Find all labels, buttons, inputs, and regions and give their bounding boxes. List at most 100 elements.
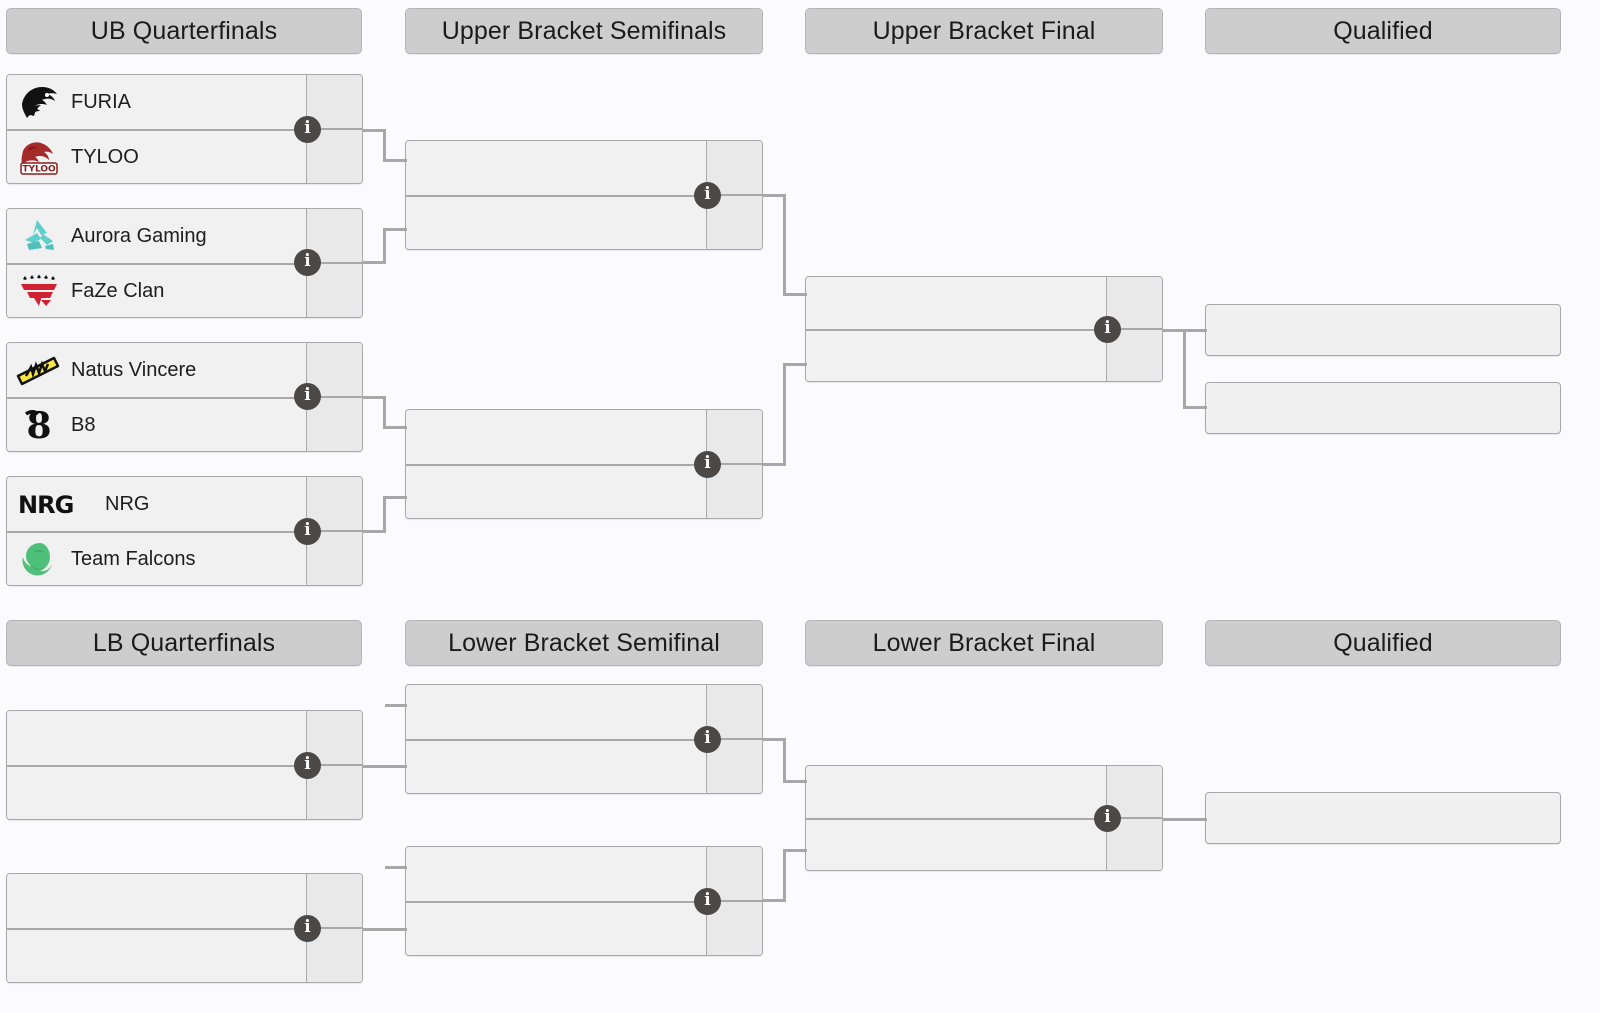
connector-line	[783, 738, 786, 783]
score-divider	[1107, 328, 1162, 330]
match-lb-qf-2[interactable]	[6, 873, 363, 983]
info-glyph: i	[304, 118, 311, 138]
match-ub-qf-2[interactable]: Aurora Gaming FaZe Clan	[6, 208, 363, 318]
match-info-icon[interactable]: i	[1094, 316, 1121, 343]
qualified-slot-ub-2[interactable]	[1205, 382, 1561, 434]
connector-line	[783, 780, 807, 783]
qualified-team-name	[1206, 383, 1560, 411]
info-glyph: i	[704, 184, 711, 204]
connector-line	[783, 849, 786, 902]
team-name: FaZe Clan	[71, 279, 165, 302]
score-divider	[307, 396, 362, 398]
info-glyph: i	[304, 754, 311, 774]
match-info-icon[interactable]: i	[1094, 805, 1121, 832]
round-header-label: Upper Bracket Semifinals	[441, 16, 727, 45]
connector-line	[1162, 329, 1186, 332]
connector-line	[383, 228, 386, 264]
svg-text:NRG: NRG	[18, 491, 73, 517]
round-header-label: Qualified	[1333, 628, 1433, 657]
score-divider	[707, 463, 762, 465]
connector-line	[383, 496, 407, 499]
qualified-slot-lb-1[interactable]	[1205, 792, 1561, 844]
round-header-lb-final: Lower Bracket Final	[805, 620, 1163, 666]
connector-line	[762, 899, 786, 902]
nrg-logo: NRG	[15, 481, 105, 527]
round-header-label: UB Quarterfinals	[90, 16, 278, 45]
connector-line	[783, 363, 807, 366]
match-info-icon[interactable]: i	[694, 726, 721, 753]
connector-line	[383, 496, 386, 533]
connector-line	[783, 293, 807, 296]
connector-line	[1183, 406, 1207, 409]
info-glyph: i	[304, 251, 311, 271]
connector-line	[385, 704, 407, 707]
match-info-icon[interactable]: i	[694, 182, 721, 209]
team-name: TYLOO	[71, 145, 139, 168]
connector-line	[383, 228, 407, 231]
connector-line	[385, 866, 407, 869]
match-info-icon[interactable]: i	[694, 888, 721, 915]
round-header-lb-qualified: Qualified	[1205, 620, 1561, 666]
score-divider	[307, 262, 362, 264]
match-info-icon[interactable]: i	[294, 249, 321, 276]
connector-line	[362, 396, 386, 399]
match-info-icon[interactable]: i	[294, 383, 321, 410]
round-header-lb-quarterfinals: LB Quarterfinals	[6, 620, 362, 666]
round-header-label: Qualified	[1333, 16, 1433, 45]
connector-line	[362, 928, 407, 931]
connector-line	[383, 396, 386, 429]
match-info-icon[interactable]: i	[294, 915, 321, 942]
info-glyph: i	[704, 453, 711, 473]
connector-line	[762, 463, 786, 466]
round-header-label: LB Quarterfinals	[92, 628, 276, 657]
connector-line	[762, 194, 786, 197]
qualified-slot-ub-1[interactable]	[1205, 304, 1561, 356]
connector-line	[362, 530, 386, 533]
round-header-ub-qualified: Qualified	[1205, 8, 1561, 54]
connector-line	[1162, 818, 1207, 821]
score-divider	[307, 764, 362, 766]
score-divider	[707, 738, 762, 740]
connector-line	[783, 849, 807, 852]
svg-text:TYLOO: TYLOO	[22, 165, 56, 175]
connector-line	[362, 261, 386, 264]
match-info-icon[interactable]: i	[294, 752, 321, 779]
team-name: B8	[71, 413, 96, 436]
connector-line	[783, 363, 786, 466]
match-info-icon[interactable]: i	[694, 451, 721, 478]
team-name: Team Falcons	[71, 547, 196, 570]
score-divider	[707, 900, 762, 902]
score-divider	[1107, 817, 1162, 819]
connector-line	[383, 426, 407, 429]
connector-line	[1183, 329, 1207, 332]
navi-logo	[11, 347, 67, 393]
score-divider	[307, 530, 362, 532]
connector-line	[762, 738, 786, 741]
aurora-logo	[11, 213, 67, 259]
furia-logo	[11, 79, 67, 125]
team-name: NRG	[105, 492, 150, 515]
connector-line	[783, 194, 786, 296]
match-info-icon[interactable]: i	[294, 116, 321, 143]
info-glyph: i	[704, 890, 711, 910]
connector-line	[1183, 329, 1186, 409]
qualified-team-name	[1206, 793, 1560, 821]
b8-logo: 8	[11, 402, 67, 448]
faze-logo	[11, 268, 67, 314]
round-header-label: Upper Bracket Final	[872, 16, 1096, 45]
info-glyph: i	[304, 917, 311, 937]
score-divider	[307, 128, 362, 130]
team-name: Natus Vincere	[71, 358, 197, 381]
round-header-ub-semifinals: Upper Bracket Semifinals	[405, 8, 763, 54]
info-glyph: i	[1104, 807, 1111, 827]
connector-line	[362, 129, 386, 132]
match-opponent-bottom[interactable]: 8 B8	[7, 397, 362, 451]
info-glyph: i	[304, 385, 311, 405]
round-header-label: Lower Bracket Semifinal	[448, 628, 720, 657]
info-glyph: i	[304, 520, 311, 540]
score-divider	[307, 927, 362, 929]
match-info-icon[interactable]: i	[294, 518, 321, 545]
connector-line	[383, 129, 386, 162]
tyloo-logo: TYLOO	[11, 134, 67, 180]
